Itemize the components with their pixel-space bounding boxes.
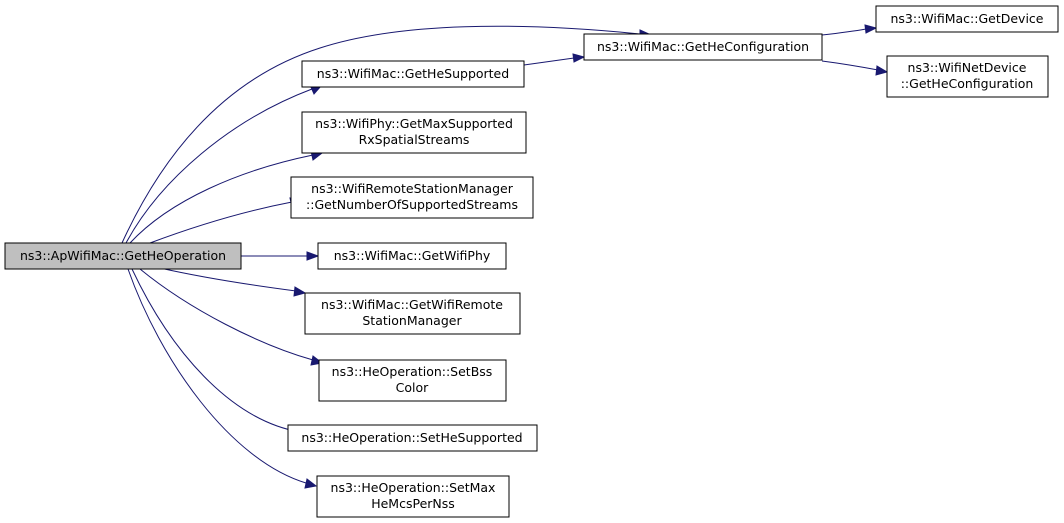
- node-label-line-2: RxSpatialStreams: [359, 132, 470, 147]
- node-label-line-1: ns3::HeOperation::SetBss: [332, 364, 493, 379]
- edge-get-he-supported-to-get-he-configuration: [523, 57, 575, 66]
- edge-get-he-configuration-to-get-device: [821, 28, 867, 36]
- edge-get-he-configuration-to-net-device-get-he-configuration: [821, 60, 879, 71]
- node-net-device-get-he-configuration[interactable]: ns3::WifiNetDevice ::GetHeConfiguration: [886, 55, 1049, 98]
- root-node[interactable]: ns3::ApWifiMac::GetHeOperation: [4, 242, 242, 270]
- node-set-max-he-mcs-per-nss[interactable]: ns3::HeOperation::SetMax HeMcsPerNss: [316, 475, 510, 518]
- node-set-he-supported[interactable]: ns3::HeOperation::SetHeSupported: [287, 424, 538, 452]
- node-get-device[interactable]: ns3::WifiMac::GetDevice: [875, 5, 1059, 33]
- edge-root-to-set-he-supported: [131, 268, 301, 433]
- edge-root-to-get-he-supported: [125, 88, 313, 244]
- root-node-label: ns3::ApWifiMac::GetHeOperation: [20, 248, 226, 263]
- edge-arrowhead: [304, 478, 318, 489]
- edge-arrowhead: [293, 286, 307, 297]
- node-label-line-1: ns3::HeOperation::SetMax: [331, 480, 496, 495]
- node-label-line-2: ::GetNumberOfSupportedStreams: [306, 197, 518, 212]
- node-label-line-1: ns3::WifiMac::GetWifiRemote: [321, 297, 503, 312]
- node-label-line-1: ns3::WifiNetDevice: [908, 60, 1027, 75]
- node-label: ns3::WifiMac::GetHeSupported: [317, 66, 509, 81]
- node-get-wifi-phy[interactable]: ns3::WifiMac::GetWifiPhy: [317, 242, 507, 270]
- node-get-max-supported-rx-spatial-streams[interactable]: ns3::WifiPhy::GetMaxSupported RxSpatialS…: [301, 111, 527, 154]
- edge-arrowhead: [875, 65, 889, 76]
- node-get-he-configuration[interactable]: ns3::WifiMac::GetHeConfiguration: [583, 33, 823, 61]
- node-set-bss-color[interactable]: ns3::HeOperation::SetBss Color: [318, 359, 507, 402]
- node-label-line-2: ::GetHeConfiguration: [901, 76, 1034, 91]
- edge-root-to-get-max-supported-rx: [129, 154, 314, 244]
- node-get-number-of-supported-streams[interactable]: ns3::WifiRemoteStationManager ::GetNumbe…: [290, 176, 534, 219]
- edge-root-to-get-number-of-supported-streams: [149, 201, 293, 244]
- node-label: ns3::WifiMac::GetWifiPhy: [334, 248, 491, 263]
- edge-root-to-set-bss-color: [139, 268, 314, 361]
- node-get-he-supported[interactable]: ns3::WifiMac::GetHeSupported: [301, 60, 525, 88]
- node-label-line-1: ns3::WifiRemoteStationManager: [311, 181, 514, 196]
- node-label-line-2: StationManager: [362, 313, 462, 328]
- edge-root-to-get-wifi-remote-station-manager: [159, 267, 297, 292]
- edge-arrowhead: [864, 24, 878, 34]
- node-label: ns3::WifiMac::GetDevice: [890, 11, 1043, 26]
- node-label-line-2: HeMcsPerNss: [371, 496, 455, 511]
- node-label-line-1: ns3::WifiPhy::GetMaxSupported: [315, 116, 513, 131]
- node-label: ns3::HeOperation::SetHeSupported: [301, 430, 522, 445]
- edge-arrowhead: [572, 53, 586, 63]
- edge-root-to-set-max-he-mcs-per-nss: [127, 268, 307, 484]
- edge-arrowhead: [306, 251, 320, 261]
- node-label: ns3::WifiMac::GetHeConfiguration: [597, 39, 809, 54]
- edge-root-to-get-he-configuration: [121, 25, 641, 244]
- node-get-wifi-remote-station-manager[interactable]: ns3::WifiMac::GetWifiRemote StationManag…: [304, 292, 521, 335]
- node-label-line-2: Color: [396, 380, 429, 395]
